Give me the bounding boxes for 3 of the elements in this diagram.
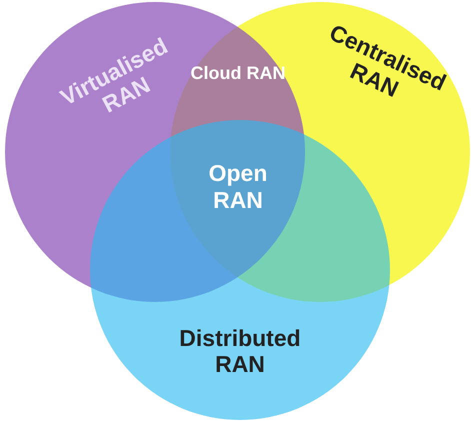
overlap-label: Cloud RAN bbox=[190, 62, 286, 84]
set-label: Distributed RAN bbox=[178, 325, 302, 377]
center-label: Open RAN bbox=[208, 160, 268, 214]
